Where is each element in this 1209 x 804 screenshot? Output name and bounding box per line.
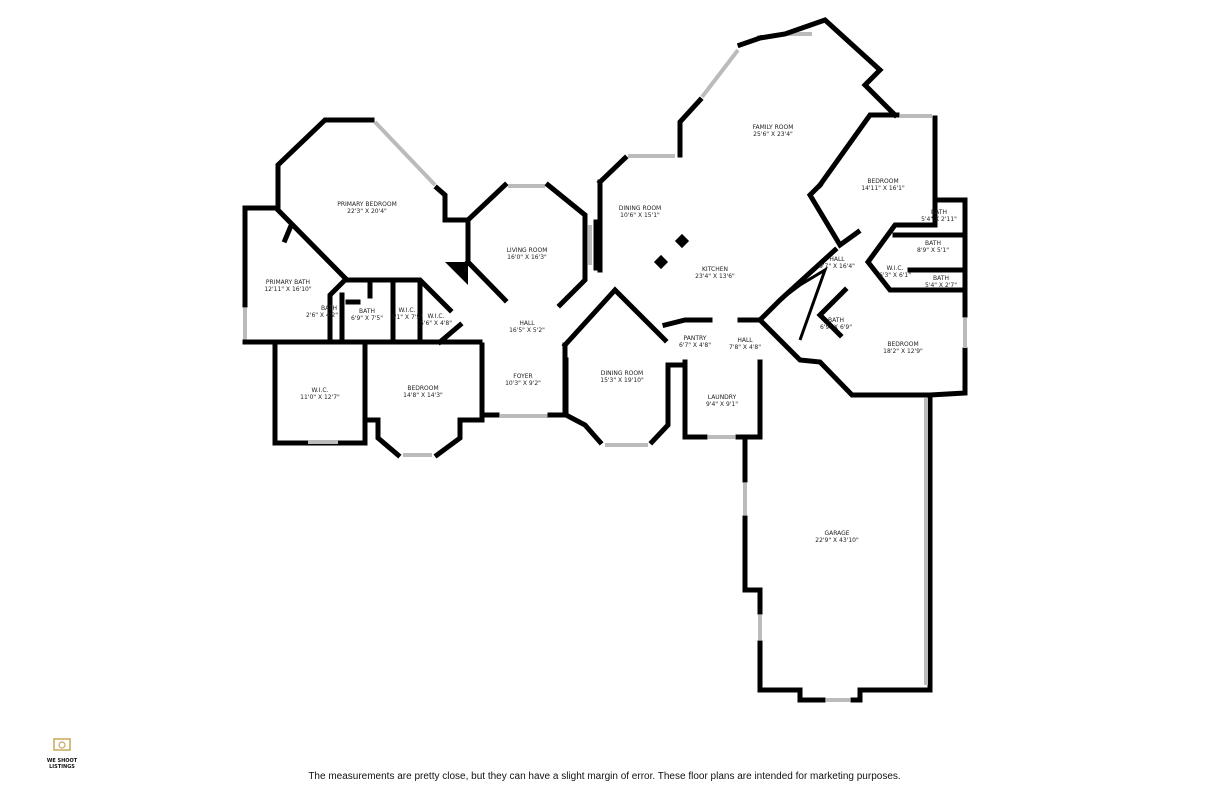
room-label: 6'3" X 6'1"	[879, 272, 911, 279]
room-label: 9'7" X 16'4"	[819, 263, 855, 270]
room-label: DINING ROOM	[619, 205, 661, 212]
room-label: FAMILY ROOM	[753, 124, 794, 131]
room-label: 23'4" X 13'6"	[695, 273, 735, 280]
room-label: BATH	[933, 275, 949, 282]
room-label: 6'9" X 6'9"	[820, 324, 852, 331]
room-label: 8'9" X 5'1"	[917, 247, 949, 254]
room-label: 25'6" X 23'4"	[753, 131, 793, 138]
room-label: 6'7" X 4'8"	[679, 342, 711, 349]
room-label: BATH	[359, 308, 375, 315]
room-label: 12'11" X 16'10"	[264, 286, 312, 293]
room-label: 14'11" X 16'1"	[861, 185, 905, 192]
room-label: 22'9" X 43'10"	[815, 537, 859, 544]
room-wic-large: W.I.C.11'0" X 12'7"	[300, 387, 340, 401]
room-label: GARAGE	[824, 530, 849, 537]
room-wic-right: W.I.C.6'3" X 6'1"	[879, 265, 911, 279]
room-label: BATH	[931, 209, 947, 216]
room-label: KITCHEN	[702, 266, 728, 273]
room-label: W.I.C.	[312, 387, 329, 394]
room-label: BATH	[925, 240, 941, 247]
walls	[242, 17, 968, 703]
room-label: 5'4" X 2'7"	[925, 282, 957, 289]
logo-text: WE SHOOT LISTINGS	[46, 758, 78, 770]
room-label: 10'3" X 9'2"	[505, 380, 541, 387]
room-label: 11'0" X 12'7"	[300, 394, 340, 401]
room-label: DINING ROOM	[601, 370, 643, 377]
room-label: 16'0" X 16'3"	[507, 254, 547, 261]
room-label: 7'8" X 4'8"	[729, 344, 761, 351]
room-label: 5'6" X 4'8"	[420, 320, 452, 327]
room-label: BATH	[828, 317, 844, 324]
room-label: W.I.C.	[428, 313, 445, 320]
room-label: 3'1" X 7'5"	[391, 314, 423, 321]
room-label: HALL	[519, 320, 535, 327]
room-label: HALL	[829, 256, 845, 263]
room-label: 22'3" X 20'4"	[347, 208, 387, 215]
room-label: LIVING ROOM	[507, 247, 548, 254]
room-label: LAUNDRY	[708, 394, 737, 401]
room-label: 18'2" X 12'9"	[883, 348, 923, 355]
room-label: 5'4" X 2'11"	[921, 216, 957, 223]
room-label: 6'9" X 7'5"	[351, 315, 383, 322]
room-label: FOYER	[513, 373, 532, 380]
room-label: 16'5" X 5'2"	[509, 327, 545, 334]
room-label: PRIMARY BATH	[266, 279, 310, 286]
room-wic-small: W.I.C.5'6" X 4'8"	[420, 313, 452, 327]
room-label: W.I.C.	[887, 265, 904, 272]
logo: WE SHOOT LISTINGS	[34, 736, 90, 770]
room-label: 9'4" X 9'1"	[706, 401, 738, 408]
disclaimer: The measurements are pretty close, but t…	[308, 771, 901, 782]
room-label: 14'8" X 14'3"	[403, 392, 443, 399]
room-label: PRIMARY BEDROOM	[337, 201, 397, 208]
room-wic-narrow: W.I.C.3'1" X 7'5"	[391, 307, 423, 321]
room-label: 10'6" X 15'1"	[620, 212, 660, 219]
room-label: BATH	[321, 305, 337, 312]
room-label: W.I.C.	[399, 307, 416, 314]
room-label: BEDROOM	[867, 178, 898, 185]
room-label: HALL	[737, 337, 753, 344]
camera-logo-icon	[53, 738, 71, 751]
room-label: PANTRY	[684, 335, 707, 342]
room-label: BEDROOM	[407, 385, 438, 392]
room-label: BEDROOM	[887, 341, 918, 348]
room-label: 2'6" X 4'2"	[306, 312, 338, 319]
room-label: 15'3" X 19'10"	[600, 377, 644, 384]
